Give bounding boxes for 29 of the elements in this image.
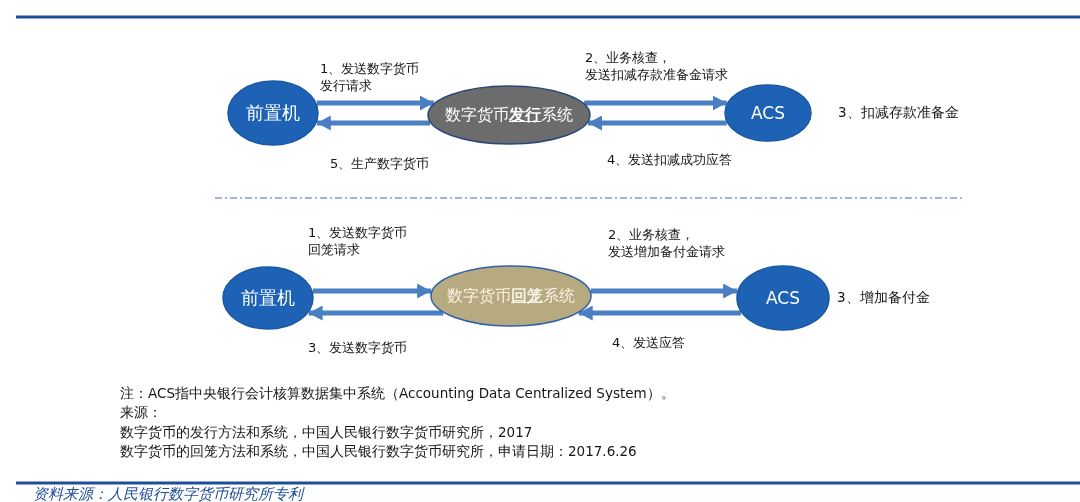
- arrow: [588, 115, 727, 131]
- arrow: [578, 305, 742, 321]
- edge-label: 3、发送数字货币: [308, 339, 408, 356]
- ellipse-node: 数字货币回笼系统: [430, 265, 592, 327]
- ellipse-node: 前置机: [227, 80, 319, 146]
- edge-label: 2、业务核查，发送扣减存款准备金请求: [585, 49, 729, 83]
- arrow: [316, 95, 434, 111]
- edge-label: 1、发送数字货币发行请求: [320, 60, 421, 94]
- arrow: [308, 305, 444, 321]
- arrow: [312, 283, 432, 299]
- edge-label: 1、发送数字货币回笼请求: [308, 224, 409, 258]
- note-text: 来源：: [120, 404, 162, 422]
- ellipse-node: ACS: [724, 84, 812, 142]
- step-label: 3、增加备付金: [837, 289, 930, 306]
- source-text: 资料来源：人民银行数字货币研究所专利: [33, 486, 303, 502]
- ellipse-node: 前置机: [222, 266, 314, 330]
- edge-label: 2、业务核查，发送增加备付金请求: [608, 226, 726, 260]
- step-label: 3、扣减存款准备金: [838, 104, 959, 121]
- note-text: 注：ACS指中央银行会计核算数据集中系统（Accounting Data Centralized System）。: [120, 385, 675, 402]
- ellipse-node: ACS: [736, 265, 830, 331]
- note-text: 数字货币的回笼方法和系统，中国人民银行数字货币研究所，申请日期：2017.6.26: [120, 442, 637, 460]
- arrow: [584, 95, 727, 111]
- arrow: [590, 283, 738, 299]
- edge-label: 4、发送应答: [612, 334, 686, 351]
- ellipse-node: 数字货币发行系统: [427, 85, 591, 145]
- edge-label: 5、生产数字货币: [330, 155, 430, 172]
- arrow: [316, 115, 430, 131]
- note-text: 数字货币的发行方法和系统，中国人民银行数字货币研究所，2017: [120, 423, 533, 441]
- edge-label: 4、发送扣减成功应答: [607, 151, 733, 168]
